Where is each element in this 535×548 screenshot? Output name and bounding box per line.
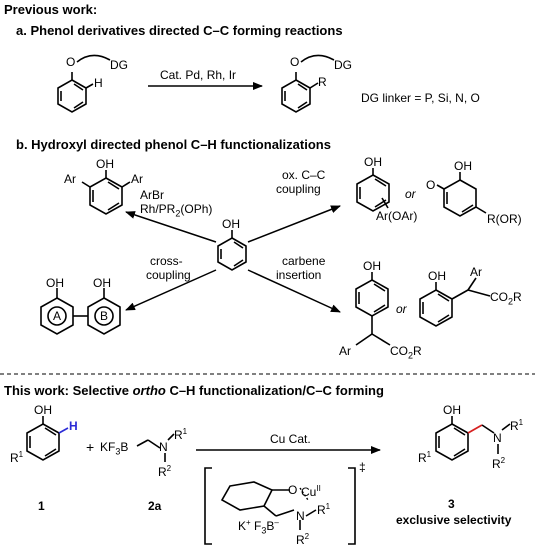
- cross-coupling-label-1: cross-: [150, 254, 183, 268]
- label-dg-left: DG: [110, 58, 128, 72]
- ts-o: O: [288, 483, 298, 497]
- biaryl-oh-1: OH: [46, 276, 64, 290]
- ox-phenol-substituent: Ar(OAr): [376, 209, 418, 223]
- substrate-h: H: [69, 419, 78, 433]
- arylation-conditions-1: ArBr: [140, 188, 164, 202]
- carbene-para-ar: Ar: [339, 344, 351, 358]
- selectivity-label: exclusive selectivity: [396, 513, 512, 527]
- ts-r1: R1: [317, 502, 331, 517]
- dg-linker-note: DG linker = P, Si, N, O: [361, 91, 480, 105]
- or-label-1: or: [405, 187, 416, 201]
- arrow-cross-coupling: [125, 269, 217, 311]
- compound-label-2a: 2a: [148, 499, 162, 513]
- ring-a-label: A: [53, 309, 62, 323]
- product-r2: R2: [492, 456, 506, 471]
- label-h: H: [94, 76, 103, 90]
- phenol-substrate-structure: [26, 416, 69, 461]
- cross-coupling-label-2: coupling: [146, 268, 191, 282]
- dienone-o: O: [426, 178, 436, 192]
- reagent-kf3b: KF3B: [100, 440, 129, 457]
- reagent-n: N: [159, 440, 168, 454]
- phenol-dg-right-structure: [281, 54, 335, 113]
- plus-sign: +: [86, 439, 95, 455]
- carbene-para-ester: CO2R: [390, 344, 422, 361]
- product-n: N: [493, 431, 502, 445]
- label-o-left: O: [66, 55, 76, 69]
- previous-work-heading: Previous work:: [4, 2, 98, 17]
- or-label-2: or: [396, 302, 407, 316]
- dienone-structure: [436, 172, 487, 217]
- ox-coupling-label-1: ox. C–C: [282, 168, 326, 182]
- conditions-a: Cat. Pd, Rh, Ir: [160, 68, 237, 82]
- compound-label-3: 3: [448, 497, 455, 511]
- reagent-r1: R1: [174, 427, 188, 442]
- label-dg-right: DG: [334, 58, 352, 72]
- label-o-right: O: [290, 55, 300, 69]
- compound-label-1: 1: [38, 499, 45, 513]
- ox-phenol-oh: OH: [364, 155, 382, 169]
- product-oh: OH: [443, 403, 461, 417]
- central-phenol-structure: [217, 230, 247, 271]
- arylation-conditions-2: Rh/PR2(OPh): [140, 202, 213, 219]
- carbene-ortho-oh: OH: [428, 269, 446, 283]
- arrow-arylation: [125, 211, 217, 243]
- ts-cu: CuII: [301, 484, 321, 499]
- central-oh: OH: [222, 217, 240, 231]
- dienone-substituent: R(OR): [487, 212, 522, 226]
- arrow-carbene-insertion: [247, 269, 341, 313]
- aminomethyl-trifluoroborate-structure: [136, 433, 175, 462]
- ox-coupling-label-2: coupling: [276, 182, 321, 196]
- label-r: R: [318, 75, 327, 89]
- diaryl-ar-left: Ar: [64, 172, 76, 186]
- carbene-label-2: insertion: [276, 268, 322, 282]
- conditions-cu: Cu Cat.: [270, 432, 311, 446]
- ts-kf3b: K+ F3B–: [238, 518, 279, 536]
- carbene-product-para-structure: [355, 272, 391, 346]
- transition-state-bracket: [204, 467, 356, 545]
- section-b-heading: b. Hydroxyl directed phenol C–H function…: [16, 137, 331, 152]
- ts-r2: R2: [296, 532, 310, 547]
- biaryl-oh-2: OH: [93, 276, 111, 290]
- ts-dagger: ‡: [359, 460, 366, 474]
- dienone-oh: OH: [454, 159, 472, 173]
- diaryl-oh: OH: [96, 157, 114, 171]
- carbene-ortho-ar: Ar: [470, 265, 482, 279]
- biaryl-diol-structure: [40, 288, 121, 335]
- substrate-oh: OH: [34, 403, 52, 417]
- carbene-ortho-ester: CO2R: [490, 290, 522, 307]
- reagent-r2: R2: [158, 464, 172, 479]
- product-r1: R1: [418, 450, 432, 465]
- section-a-heading: a. Phenol derivatives directed C–C formi…: [16, 23, 343, 38]
- carbene-product-ortho-structure: [419, 277, 491, 327]
- diaryl-phenol-structure: [81, 170, 131, 215]
- this-work-heading: This work: Selective ortho C–H functiona…: [4, 383, 384, 398]
- diaryl-ar-right: Ar: [131, 172, 143, 186]
- ts-n: N: [296, 509, 305, 523]
- arrow-ox-coupling: [247, 205, 341, 243]
- product-n-r1: R1: [510, 418, 524, 433]
- transition-state-structure: [220, 481, 317, 530]
- carbene-label-1: carbene: [282, 254, 326, 268]
- carbene-para-oh: OH: [363, 259, 381, 273]
- substrate-r1: R1: [10, 450, 24, 465]
- product-structure: [435, 416, 511, 461]
- ox-coupling-phenol-structure: [356, 168, 390, 212]
- ring-b-label: B: [100, 309, 109, 323]
- phenol-dg-left-structure: [57, 54, 111, 113]
